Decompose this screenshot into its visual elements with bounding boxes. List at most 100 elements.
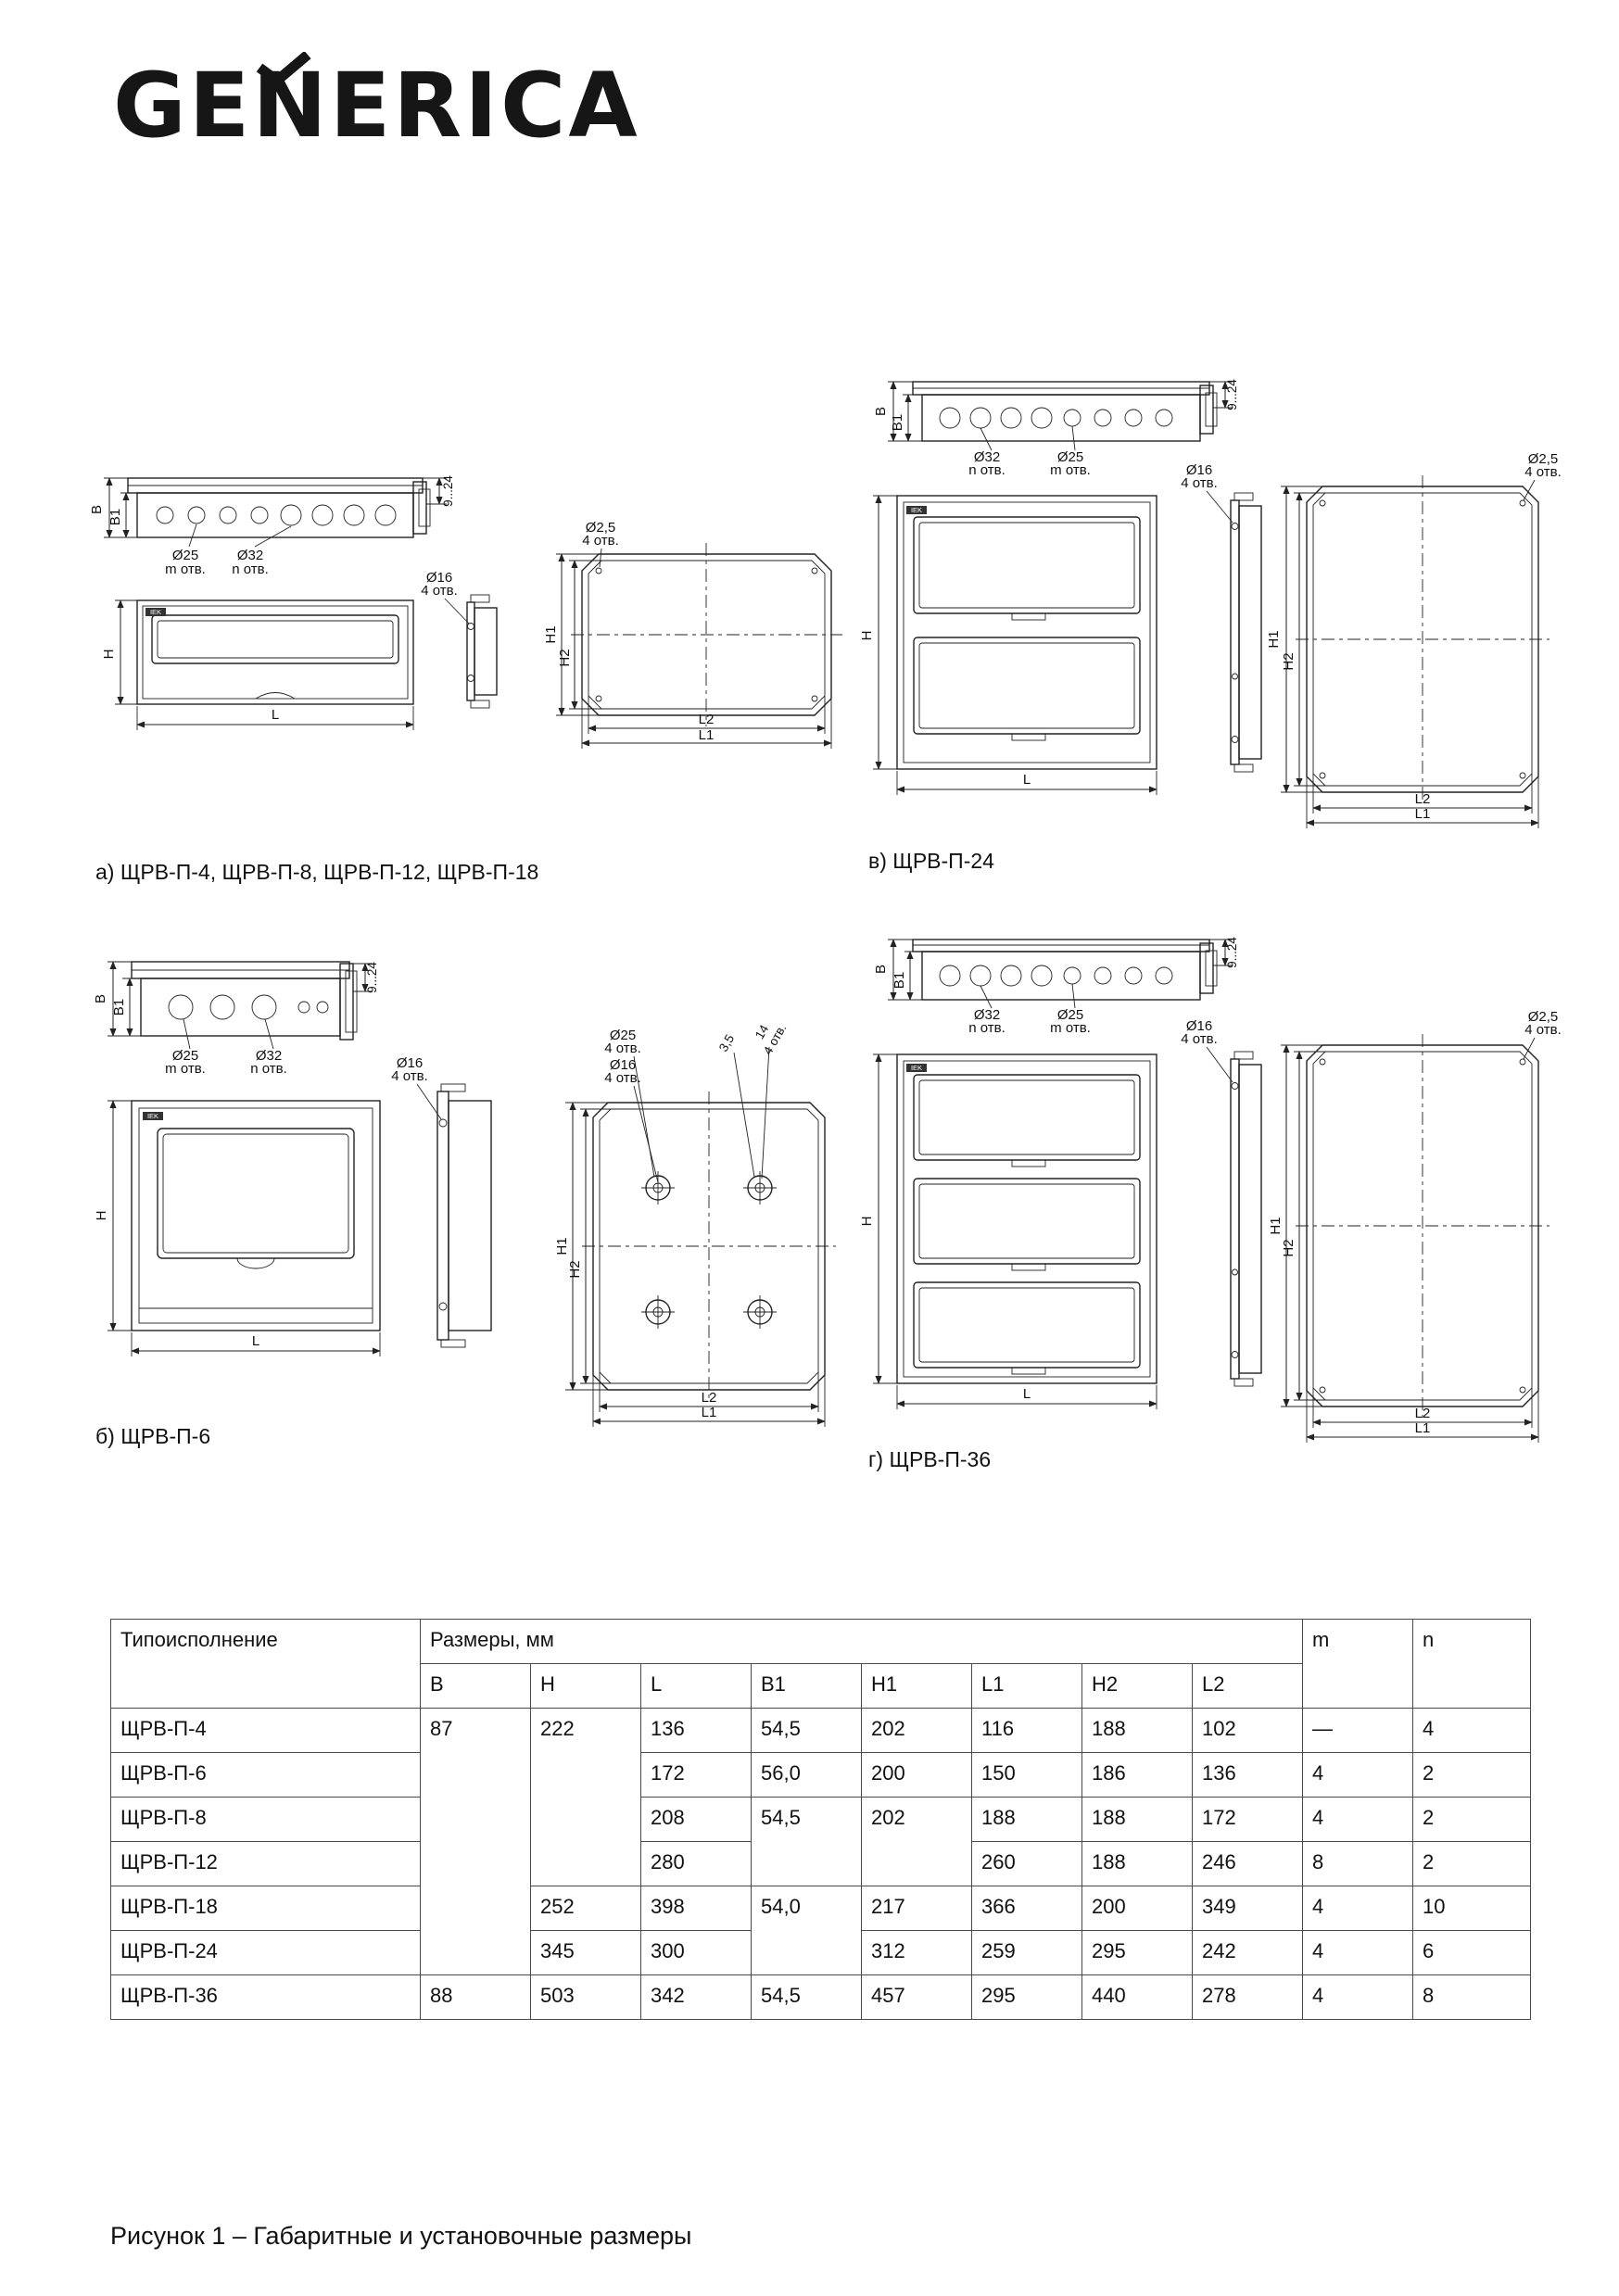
cell: 136 — [640, 1708, 752, 1753]
iek-logo-mark — [906, 1064, 927, 1072]
col-header-sizes: Размеры, мм — [420, 1619, 1303, 1664]
figure-caption: Рисунок 1 – Габаритные и установочные ра… — [110, 2222, 692, 2250]
col-header-l: L — [640, 1663, 752, 1709]
hole-label-n-otv: n отв. — [250, 1061, 287, 1077]
cell: 278 — [1192, 1974, 1303, 2020]
hole-label-d16: Ø16 — [610, 1057, 636, 1073]
col-header-l1: L1 — [971, 1663, 1082, 1709]
fig-g-front-view: IEK — [896, 1053, 1157, 1384]
hole-label-4otv: 4 отв. — [1181, 475, 1218, 491]
hole-label-m-otv: m отв. — [1050, 1020, 1091, 1036]
cell: 200 — [1081, 1886, 1193, 1931]
col-header-h2: H2 — [1081, 1663, 1193, 1709]
cell: 2 — [1412, 1797, 1531, 1842]
iek-logo-text: IEK — [150, 608, 161, 616]
fig-v-side-view: Ø16 4 отв. — [1181, 462, 1262, 773]
iek-logo-text: IEK — [911, 1064, 922, 1072]
dim-l-label: L — [272, 707, 279, 723]
hole-label-d16: Ø16 — [1186, 462, 1212, 478]
dim-b-label: B — [873, 407, 889, 416]
dim-b-label: B — [89, 505, 105, 514]
iek-logo-mark — [145, 608, 166, 616]
cell: 54,5 — [751, 1797, 862, 1886]
hole-label-d25: Ø25 — [1057, 449, 1083, 465]
dim-b1-label: B1 — [111, 999, 127, 1016]
hole-label-4otv: 4 отв. — [391, 1068, 428, 1084]
table-row: ЩРВ-П-36 88 503 342 54,5 457 295 440 278… — [110, 1974, 1531, 2020]
row-name: ЩРВ-П-12 — [110, 1841, 421, 1886]
cell: 342 — [640, 1974, 752, 2020]
fig-v-front-dims: H L — [859, 495, 1157, 795]
hole-label-m-otv: m отв. — [1050, 462, 1091, 478]
table-row: ЩРВ-П-18 252 398 54,0 217 366 200 349 4 … — [110, 1886, 1531, 1975]
cell: 202 — [861, 1708, 972, 1753]
cell: 56,0 — [751, 1752, 862, 1798]
cell: 4 — [1302, 1974, 1413, 2020]
dim-14-label: 14 — [753, 1022, 772, 1041]
fig-b-side-view: Ø16 4 отв. — [391, 1055, 492, 1348]
dim-h2-label: H2 — [1281, 652, 1296, 670]
cell: 6 — [1412, 1930, 1531, 1975]
cell: 503 — [530, 1974, 641, 2020]
cell: 345 — [530, 1930, 641, 1975]
table-row: ЩРВ-П-8 208 54,5 202 188 188 172 4 2 — [110, 1797, 1531, 1886]
table-row: ЩРВ-П-6 172 56,0 200 150 186 136 4 2 — [110, 1752, 1531, 1798]
figure-a-caption: а) ЩРВ-П-4, ЩРВ-П-8, ЩРВ-П-12, ЩРВ-П-18 — [95, 860, 539, 884]
dim-h-label: H — [859, 1217, 875, 1227]
fig-v-back-dims: H1 H2 L2 L1 — [1266, 486, 1539, 828]
cell: 280 — [640, 1841, 752, 1886]
figure-g-drawing: B B1 9...24 Ø32 n отв. Ø25 m отв. — [859, 937, 1562, 1443]
cell: 259 — [971, 1930, 1082, 1975]
cell: 54,0 — [751, 1886, 862, 1975]
col-header-h: H — [530, 1663, 641, 1709]
brand-logo-text: GENERICA — [113, 54, 640, 158]
fig-a-front-view: IEK — [136, 599, 414, 705]
figure-a-drawing: B B1 9...24 Ø25 m отв. Ø32 n отв. IEK — [89, 475, 842, 749]
fig-b-plate-view: Ø25 4 отв. Ø16 4 отв. 3,5 14 4 отв. — [582, 1022, 836, 1401]
row-name: ЩРВ-П-4 — [110, 1708, 421, 1753]
hole-label-d32: Ø32 — [974, 449, 1000, 465]
hole-label-n-otv: n отв. — [968, 1020, 1006, 1036]
cell: 188 — [1081, 1708, 1193, 1753]
cell: 349 — [1192, 1886, 1303, 1931]
iek-logo-text: IEK — [911, 506, 922, 514]
dim-l1-label: L1 — [702, 1405, 717, 1420]
row-name: ЩРВ-П-36 — [110, 1974, 421, 2020]
cell: 4 — [1412, 1708, 1531, 1753]
cell: 252 — [530, 1886, 641, 1931]
dim-gap-label: 9...24 — [1225, 937, 1239, 968]
fig-g-back-dims: H1 H2 L2 L1 — [1268, 1044, 1539, 1443]
hole-label-d2-5: Ø2,5 — [586, 520, 616, 536]
fig-a-side-view: Ø16 4 отв. — [421, 570, 498, 709]
cell: 172 — [1192, 1797, 1303, 1842]
table-header-row: Типоисполнение Размеры, мм m n — [110, 1619, 1531, 1709]
cell: — — [1302, 1708, 1413, 1753]
dim-l2-label: L2 — [1415, 1406, 1431, 1421]
fig-b-front-view: IEK — [131, 1100, 381, 1331]
cell: 246 — [1192, 1841, 1303, 1886]
hole-label-n-otv: n отв. — [968, 462, 1006, 478]
dim-l1-label: L1 — [1415, 1420, 1431, 1436]
dim-3-5-label: 3,5 — [716, 1032, 737, 1054]
hole-label-d16: Ø16 — [426, 570, 452, 586]
hole-label-m-otv: m отв. — [165, 561, 206, 577]
figure-v-drawing: B B1 9...24 Ø32 n отв. Ø25 m отв. IEK — [859, 379, 1562, 828]
hole-label-d25: Ø25 — [172, 548, 198, 563]
cell: 150 — [971, 1752, 1082, 1798]
hole-label-4otv: 4 отв. — [604, 1070, 641, 1086]
fig-g-top-dims: B B1 9...24 Ø32 n отв. Ø25 m отв. — [873, 937, 1239, 1036]
fig-v-top-dims: B B1 9...24 Ø32 n отв. Ø25 m отв. — [873, 379, 1239, 478]
row-name: ЩРВ-П-24 — [110, 1930, 421, 1975]
dim-l-label: L — [1023, 772, 1031, 788]
cell: 54,5 — [751, 1708, 862, 1753]
dim-gap-label: 9...24 — [365, 962, 379, 993]
figure-g-caption: г) ЩРВ-П-36 — [868, 1447, 992, 1471]
dim-h2-label: H2 — [557, 649, 573, 666]
dim-b1-label: B1 — [892, 972, 907, 989]
hole-label-4otv: 4 отв. — [421, 583, 458, 599]
fig-v-back-view: Ø2,5 4 отв. — [1296, 451, 1562, 803]
cell: 88 — [420, 1974, 531, 2020]
cell: 87 — [420, 1708, 531, 1975]
hole-label-m-otv: m отв. — [165, 1061, 206, 1077]
